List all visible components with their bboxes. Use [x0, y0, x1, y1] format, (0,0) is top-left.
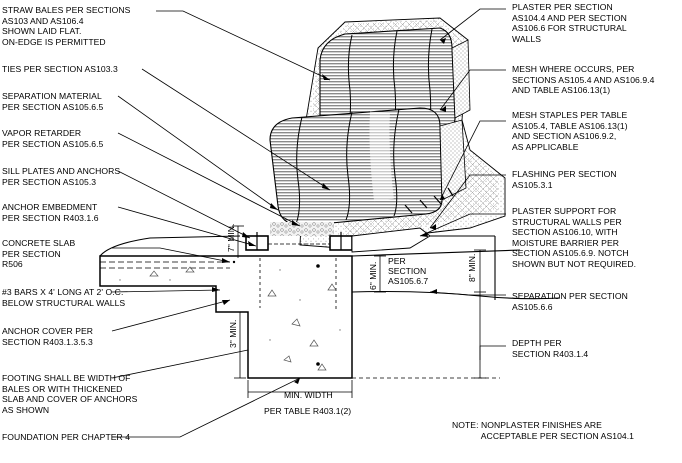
label-flashing: FLASHING PER SECTION AS105.3.1 — [512, 169, 617, 190]
label-concrete-slab: CONCRETE SLAB PER SECTION R506 — [2, 238, 76, 270]
label-separation-material: SEPARATION MATERIAL PER SECTION AS105.6.… — [2, 91, 104, 112]
concrete-footing — [99, 255, 353, 379]
label-ties: TIES PER SECTION AS103.3 — [2, 64, 118, 74]
label-separation: SEPARATION PER SECTION AS105.6.6 — [512, 291, 628, 312]
label-mesh-staples: MESH STAPLES PER TABLE AS105.4, TABLE AS… — [512, 110, 628, 152]
mesh-staples — [404, 187, 454, 214]
dim-eight-min: 8" MIN. — [467, 253, 477, 282]
label-plaster-support: PLASTER SUPPORT FOR STRUCTURAL WALLS PER… — [512, 206, 637, 269]
lower-bale-row — [269, 107, 467, 227]
dim-six-min: 6" MIN. — [368, 261, 378, 290]
dim-per-section: PER SECTION AS105.6.7 — [388, 256, 429, 286]
dim-min-width: MIN. WIDTH — [284, 390, 333, 400]
dim-per-table: PER TABLE R403.1(2) — [264, 406, 352, 416]
dim-seven-min: 7" MIN. — [226, 223, 236, 252]
label-note: NOTE: NONPLASTER FINISHES ARE ACCEPTABLE… — [452, 420, 634, 441]
label-mesh: MESH WHERE OCCURS, PER SECTIONS AS105.4 … — [512, 64, 655, 96]
dim-three-min: 3" MIN. — [228, 319, 238, 348]
label-straw-bales: STRAW BALES PER SECTIONS AS103 AND AS106… — [2, 5, 131, 47]
sill-area — [245, 222, 431, 253]
label-depth: DEPTH PER SECTION R403.1.4 — [512, 338, 589, 359]
label-plaster: PLASTER PER SECTION AS104.4 AND PER SECT… — [512, 2, 627, 44]
label-bars: #3 BARS X 4' LONG AT 2' O.C. BELOW STRUC… — [2, 287, 126, 308]
dimension-lines — [232, 225, 500, 398]
label-anchor-embedment: ANCHOR EMBEDMENT PER SECTION R403.1.6 — [2, 202, 99, 223]
grade-lines — [99, 235, 561, 300]
label-foundation: FOUNDATION PER CHAPTER 4 — [2, 432, 131, 442]
label-vapor-retarder: VAPOR RETARDER PER SECTION AS105.6.5 — [2, 128, 104, 149]
label-anchor-cover: ANCHOR COVER PER SECTION R403.1.3.5.3 — [2, 326, 94, 347]
label-footing: FOOTING SHALL BE WIDTH OF BALES OR WITH … — [2, 373, 138, 415]
leader-lines — [111, 8, 506, 438]
label-sill-plates: SILL PLATES AND ANCHORS PER SECTION AS10… — [2, 166, 121, 187]
leader-arrows — [212, 38, 446, 384]
